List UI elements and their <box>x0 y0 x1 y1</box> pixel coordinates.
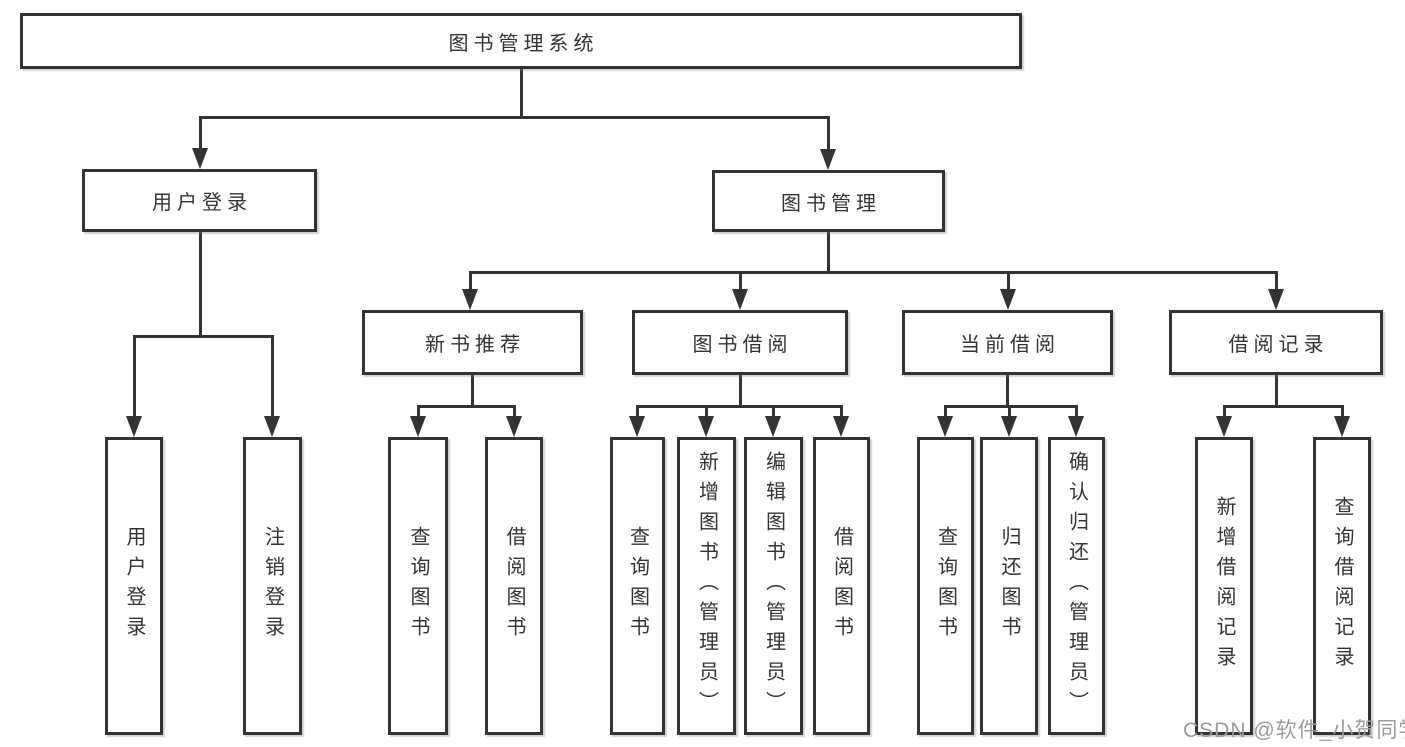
connector-arrow-shaft <box>1074 406 1078 422</box>
arrowhead-down-icon <box>833 416 849 437</box>
node-nbr-borrow-book: 借阅图书 <box>485 437 543 735</box>
node-bb-add-book: 新增图书（管理员） <box>677 437 736 735</box>
node-label: 新增借阅记录 <box>1213 496 1235 676</box>
arrowhead-down-icon <box>698 416 714 437</box>
connector-arrow-shaft <box>468 272 472 295</box>
node-bb-query-book: 查询图书 <box>610 437 665 735</box>
node-login-op: 用户登录 <box>105 437 163 735</box>
node-label: 图书管理 <box>781 192 881 215</box>
node-label: 借阅记录 <box>1228 334 1329 356</box>
node-cb-query-book: 查询图书 <box>917 437 974 735</box>
node-label: 注销登录 <box>261 526 284 646</box>
arrowhead-down-icon <box>506 416 522 437</box>
connector-arrow-shaft <box>738 272 742 295</box>
node-label: 借阅图书 <box>830 526 853 646</box>
node-book-borrow: 图书借阅 <box>632 310 848 375</box>
node-label: 归还图书 <box>998 526 1020 646</box>
connector-arrow-shaft <box>771 406 775 422</box>
node-br-query-record: 查询借阅记录 <box>1313 437 1371 735</box>
arrowhead-down-icon <box>192 148 208 169</box>
connector-arrow-shaft <box>416 406 420 422</box>
node-label: 查询借阅记录 <box>1331 496 1353 676</box>
connector-rail-book-borrow <box>635 404 843 408</box>
connector-arrow-shaft <box>1007 406 1011 422</box>
connector-arrow-shaft <box>512 406 516 422</box>
connector-stub-user-login <box>198 232 202 336</box>
connector-arrow-shaft <box>1222 406 1226 422</box>
arrowhead-down-icon <box>732 289 748 310</box>
node-new-book-rec: 新书推荐 <box>362 310 583 375</box>
connector-rail-book-mgmt <box>468 270 1278 274</box>
connector-arrow-shaft <box>839 406 843 422</box>
connector-arrow-shaft <box>1340 406 1344 422</box>
node-label: 当前借阅 <box>960 334 1060 356</box>
node-label: 用户登录 <box>152 192 252 214</box>
node-label: 确认归还（管理员） <box>1065 451 1088 721</box>
node-label: 借阅图书 <box>503 526 525 646</box>
arrowhead-down-icon <box>126 416 142 437</box>
arrowhead-down-icon <box>1334 416 1350 437</box>
arrowhead-down-icon <box>937 416 953 437</box>
node-label: 查询图书 <box>934 526 957 646</box>
node-nbr-query-book: 查询图书 <box>388 437 448 735</box>
node-current-borrow: 当前借阅 <box>902 310 1113 375</box>
connector-rail-user-login <box>132 334 274 338</box>
connector-rail-new-book-rec <box>416 404 516 408</box>
arrowhead-down-icon <box>1000 289 1016 310</box>
node-label: 查询图书 <box>407 526 429 646</box>
arrowhead-down-icon <box>765 416 781 437</box>
node-cb-confirm: 确认归还（管理员） <box>1048 437 1105 735</box>
node-cb-return-book: 归还图书 <box>980 437 1038 735</box>
node-root: 图书管理系统 <box>20 13 1022 69</box>
connector-arrow-shaft <box>826 117 830 155</box>
node-label: 编辑图书（管理员） <box>762 451 785 721</box>
node-user-login: 用户登录 <box>82 169 317 232</box>
arrowhead-down-icon <box>264 416 280 437</box>
watermark: CSDN @软件_小贺同学 <box>1183 719 1405 742</box>
node-bb-edit-book: 编辑图书（管理员） <box>744 437 803 735</box>
connector-arrow-shaft <box>132 336 136 422</box>
connector-arrow-shaft <box>270 336 274 422</box>
connector-arrow-shaft <box>198 117 202 154</box>
node-book-mgmt: 图书管理 <box>712 170 945 232</box>
node-label: 用户登录 <box>123 526 145 646</box>
node-logout-op: 注销登录 <box>243 437 302 735</box>
connector-arrow-shaft <box>1274 272 1278 295</box>
node-borrow-record: 借阅记录 <box>1169 310 1383 375</box>
node-br-add-record: 新增借阅记录 <box>1195 437 1253 735</box>
node-label: 图书管理系统 <box>448 32 599 55</box>
arrowhead-down-icon <box>629 416 645 437</box>
arrowhead-down-icon <box>1216 416 1232 437</box>
connector-stub-book-mgmt <box>826 232 830 272</box>
arrowhead-down-icon <box>1001 416 1017 437</box>
connector-arrow-shaft <box>635 406 639 422</box>
connector-rail-current-borrow <box>943 404 1078 408</box>
node-bb-borrow-book: 借阅图书 <box>813 437 870 735</box>
node-label: 新书推荐 <box>425 334 525 356</box>
connector-stub-root <box>519 69 523 117</box>
node-label: 查询图书 <box>626 526 649 646</box>
connector-stub-book-borrow <box>738 375 742 406</box>
arrowhead-down-icon <box>410 416 426 437</box>
arrowhead-down-icon <box>1068 416 1084 437</box>
arrowhead-down-icon <box>820 149 836 170</box>
connector-arrow-shaft <box>943 406 947 422</box>
node-label: 图书借阅 <box>692 334 793 356</box>
arrowhead-down-icon <box>462 289 478 310</box>
arrowhead-down-icon <box>1268 289 1284 310</box>
connector-stub-current-borrow <box>1005 375 1009 406</box>
connector-rail-borrow-record <box>1222 404 1344 408</box>
node-label: 新增图书（管理员） <box>695 451 718 721</box>
connector-arrow-shaft <box>1006 272 1010 295</box>
connector-stub-borrow-record <box>1274 375 1278 406</box>
connector-arrow-shaft <box>704 406 708 422</box>
connector-rail-root <box>198 115 830 119</box>
connector-stub-new-book-rec <box>470 375 474 406</box>
